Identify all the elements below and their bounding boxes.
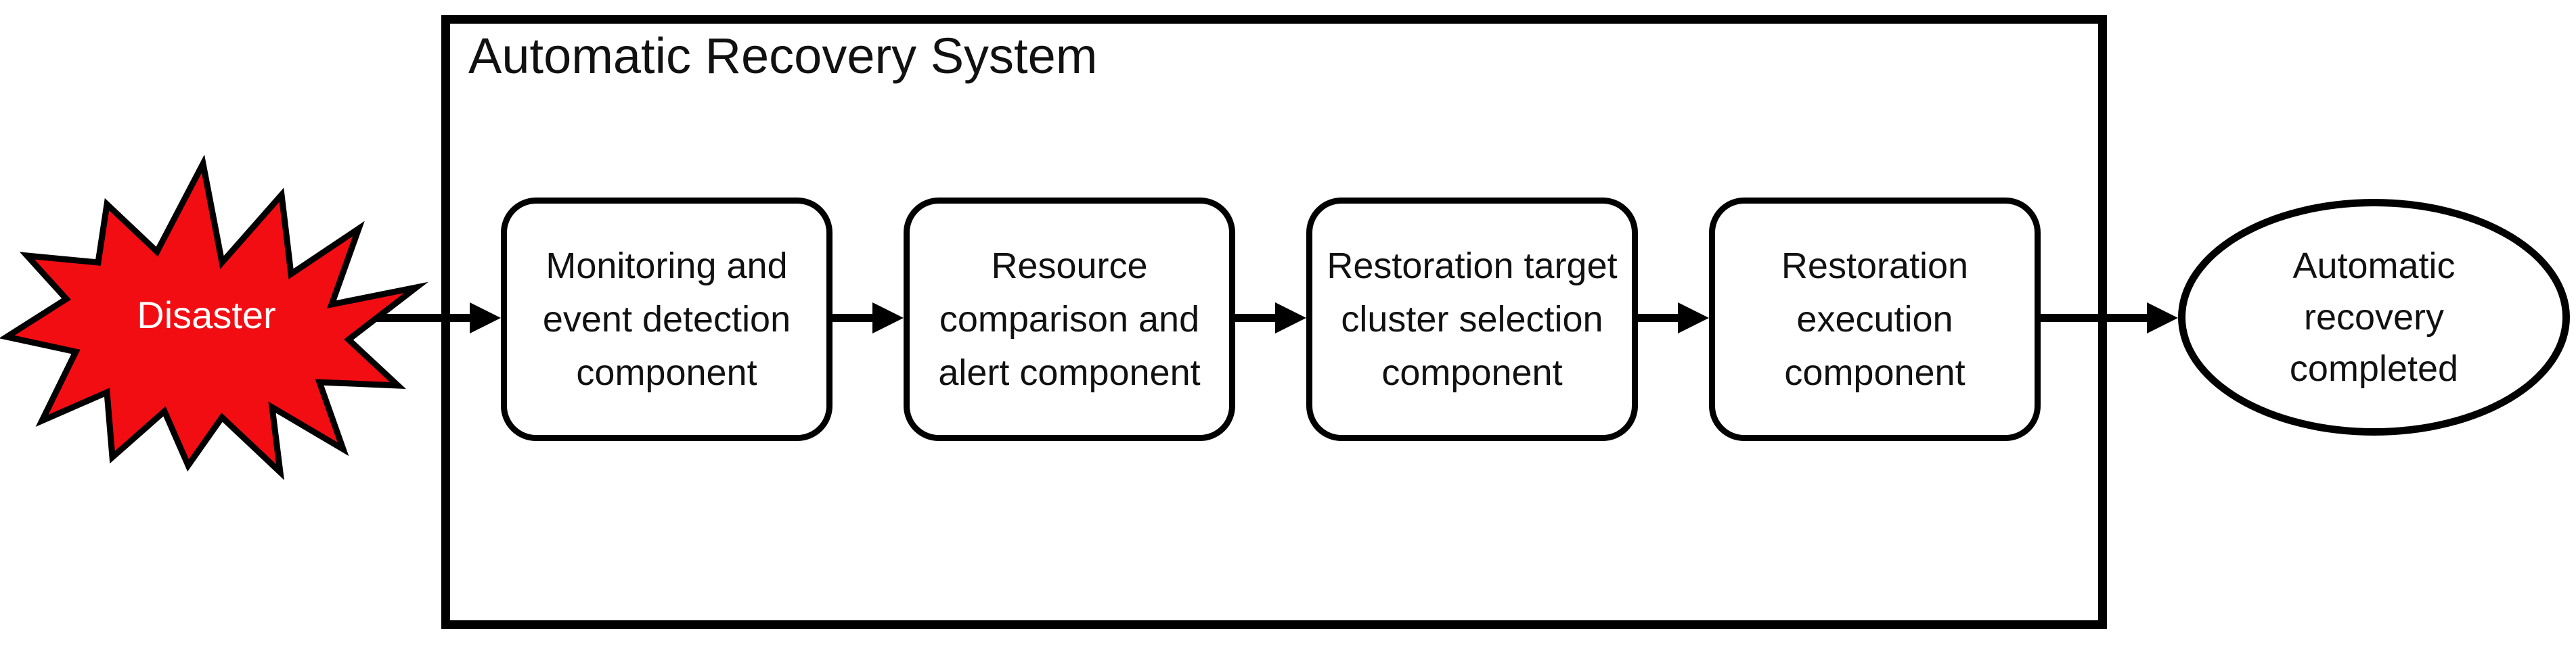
flow-arrow-cluster-to-execution xyxy=(1638,302,1709,333)
flow-arrow-resource-to-cluster xyxy=(1235,302,1306,333)
component-box-monitoring: Monitoring and event detection component xyxy=(501,198,832,441)
component-label: Restoration execution component xyxy=(1781,245,1969,393)
flow-arrow-disaster-to-monitoring xyxy=(369,302,501,333)
end-state-ellipse: Automatic recovery completed xyxy=(2178,199,2570,436)
end-state-label: Automatic recovery completed xyxy=(2289,246,2459,389)
disaster-label: Disaster xyxy=(137,294,276,336)
component-label: Monitoring and event detection component xyxy=(542,245,791,393)
component-label: Restoration target cluster selection com… xyxy=(1327,245,1618,393)
component-label: Resource comparison and alert component xyxy=(938,245,1201,393)
disaster-explosion-icon xyxy=(0,154,429,480)
flow-arrow-monitoring-to-resource xyxy=(832,302,904,333)
component-box-cluster-selection: Restoration target cluster selection com… xyxy=(1306,198,1638,441)
component-box-resource-comparison: Resource comparison and alert component xyxy=(904,198,1235,441)
component-box-restoration-execution: Restoration execution component xyxy=(1709,198,2041,441)
flow-arrow-execution-to-completed xyxy=(2041,302,2178,333)
system-title: Automatic Recovery System xyxy=(468,28,1098,84)
